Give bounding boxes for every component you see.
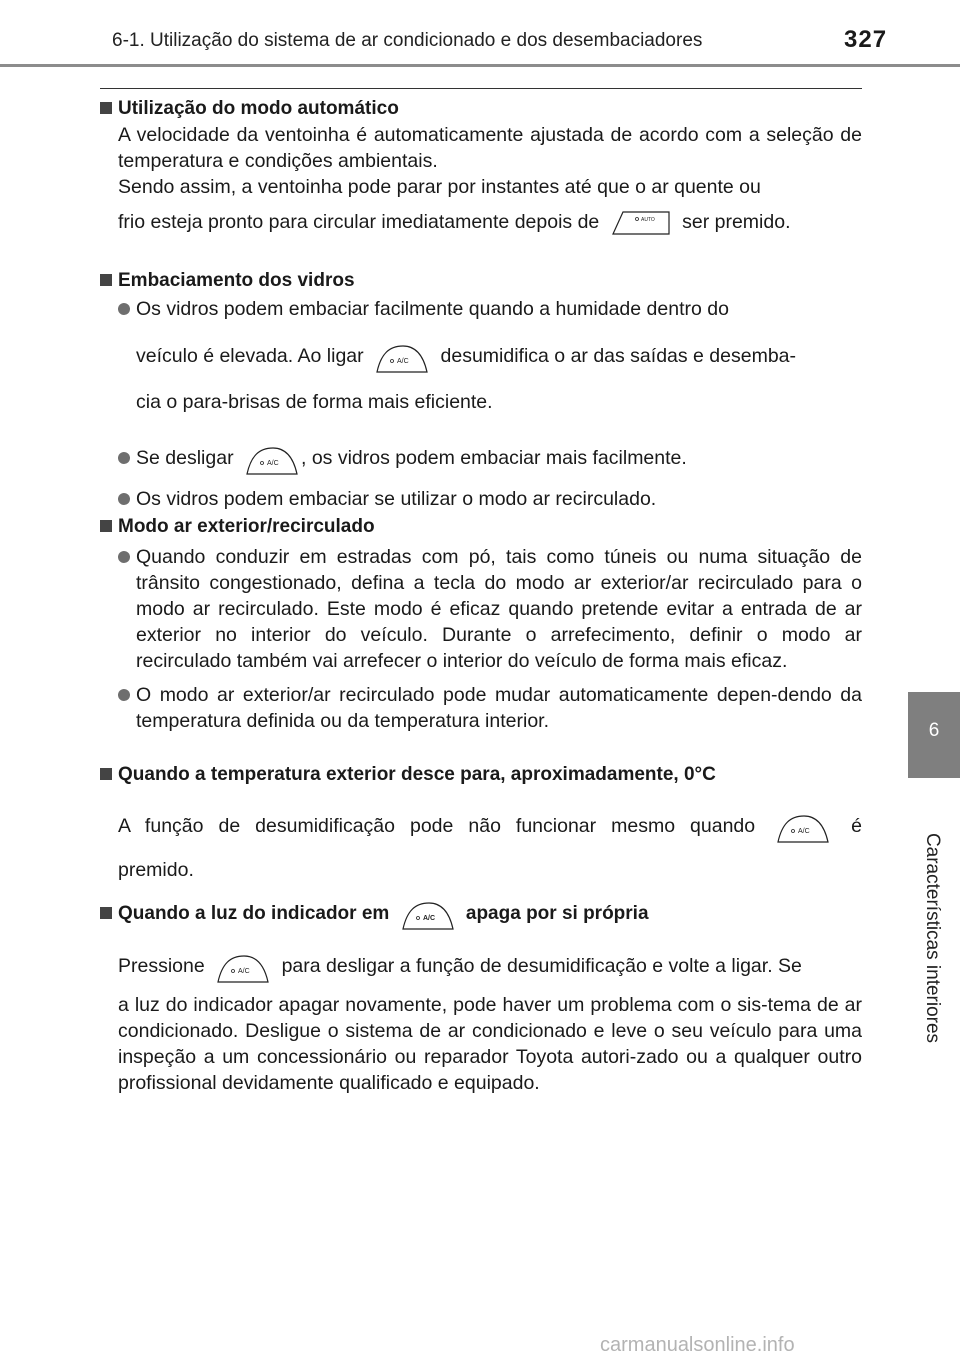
bullet-item: Se desligar A/C , os vidros podem embaci… [118, 438, 862, 478]
square-bullet-icon [100, 907, 112, 919]
round-bullet-icon [118, 452, 130, 464]
paragraph: A velocidade da ventoinha é automaticame… [118, 124, 862, 172]
heading-text: Utilização do modo automático [118, 98, 399, 119]
bullet-item: O modo ar exterior/ar recirculado pode m… [118, 682, 862, 734]
text: Se desligar [136, 447, 234, 469]
text: veículo é elevada. Ao ligar [136, 345, 364, 367]
heading-text: Quando a temperatura exterior desce para… [118, 764, 716, 785]
paragraph: a luz do indicador apagar novamente, pod… [118, 994, 862, 1094]
text: premido. [118, 859, 194, 881]
header-rule [0, 64, 960, 67]
heading-text: Embaciamento dos vidros [118, 270, 355, 291]
round-bullet-icon [118, 303, 130, 315]
line-with-button: veículo é elevada. Ao ligar A/C desumidi… [136, 336, 862, 376]
section-heading: Modo ar exterior/recirculado [100, 514, 862, 540]
bullet-item: Os vidros podem embaciar se utilizar o m… [118, 486, 862, 512]
section-low-temp: Quando a temperatura exterior desce para… [100, 762, 862, 890]
square-bullet-icon [100, 102, 112, 114]
round-bullet-icon [118, 689, 130, 701]
text: A função de desumidificação pode não fun… [118, 815, 756, 837]
section-heading: Quando a luz do indicador em A/C apaga p… [100, 894, 862, 934]
ac-button-label: A/C [798, 828, 810, 835]
square-bullet-icon [100, 520, 112, 532]
section-indicator: Quando a luz do indicador em A/C apaga p… [100, 894, 862, 1096]
round-bullet-icon [118, 493, 130, 505]
ac-button-icon: A/C [401, 901, 455, 930]
heading-text: Quando a luz do indicador em [118, 903, 390, 924]
header-title: 6-1. Utilização do sistema de ar condici… [112, 30, 703, 51]
chapter-number: 6 [928, 720, 940, 741]
square-bullet-icon [100, 768, 112, 780]
ac-button-label: A/C [238, 968, 250, 975]
text: frio esteja pronto para circular imediat… [118, 211, 600, 233]
ac-button-label: A/C [267, 460, 279, 467]
line-with-button: A função de desumidificação pode não fun… [118, 806, 862, 846]
text: Os vidros podem embaciar facilmente quan… [136, 298, 729, 320]
ac-button-icon: A/C [245, 446, 299, 475]
text: é [851, 815, 863, 837]
text: O modo ar exterior/ar recirculado pode m… [136, 684, 862, 732]
line-with-button: Pressione A/C para desligar a função de … [118, 946, 862, 986]
ac-button-label: A/C [397, 358, 409, 365]
page-number: 327 [844, 26, 888, 53]
text: cia o para-brisas de forma mais eficient… [136, 391, 493, 413]
ac-button-icon: A/C [375, 344, 429, 373]
text: Pressione [118, 955, 205, 977]
auto-button-label: AUTO [641, 217, 655, 223]
bullet-item: Quando conduzir em estradas com pó, tais… [118, 544, 862, 674]
square-bullet-icon [100, 274, 112, 286]
paragraph-with-button: frio esteja pronto para circular imediat… [118, 202, 862, 242]
ac-button-icon: A/C [776, 814, 830, 843]
heading-text: apaga por si própria [465, 903, 649, 924]
section-fogging: Embaciamento dos vidros Os vidros podem … [100, 268, 862, 512]
ac-button-label: A/C [423, 915, 435, 922]
round-bullet-icon [118, 551, 130, 563]
bullet-item: Os vidros podem embaciar facilmente quan… [118, 296, 862, 422]
auto-button-icon: AUTO [611, 210, 671, 236]
section-auto-mode: Utilização do modo automático A velocida… [100, 96, 862, 242]
section-rule [100, 88, 862, 89]
paragraph: Sendo assim, a ventoinha pode parar por … [118, 176, 761, 198]
ac-button-icon: A/C [216, 954, 270, 983]
section-air-mode: Modo ar exterior/recirculado Quando cond… [100, 514, 862, 734]
text: ser premido. [682, 211, 791, 233]
text: Quando conduzir em estradas com pó, tais… [136, 546, 862, 672]
text: , os vidros podem embaciar mais facilmen… [300, 447, 687, 469]
page-header: 6-1. Utilização do sistema de ar condici… [0, 0, 960, 64]
chapter-tab: 6 [908, 692, 960, 778]
heading-text: Modo ar exterior/recirculado [118, 516, 375, 537]
section-heading: Embaciamento dos vidros [100, 268, 862, 294]
section-heading: Utilização do modo automático [100, 96, 862, 122]
text: Os vidros podem embaciar se utilizar o m… [136, 488, 657, 510]
watermark: carmanualsonline.info [600, 1334, 795, 1356]
section-heading: Quando a temperatura exterior desce para… [100, 762, 862, 788]
text: para desligar a função de desumidificaçã… [281, 955, 802, 977]
text: desumidifica o ar das saídas e desemba- [440, 345, 797, 367]
